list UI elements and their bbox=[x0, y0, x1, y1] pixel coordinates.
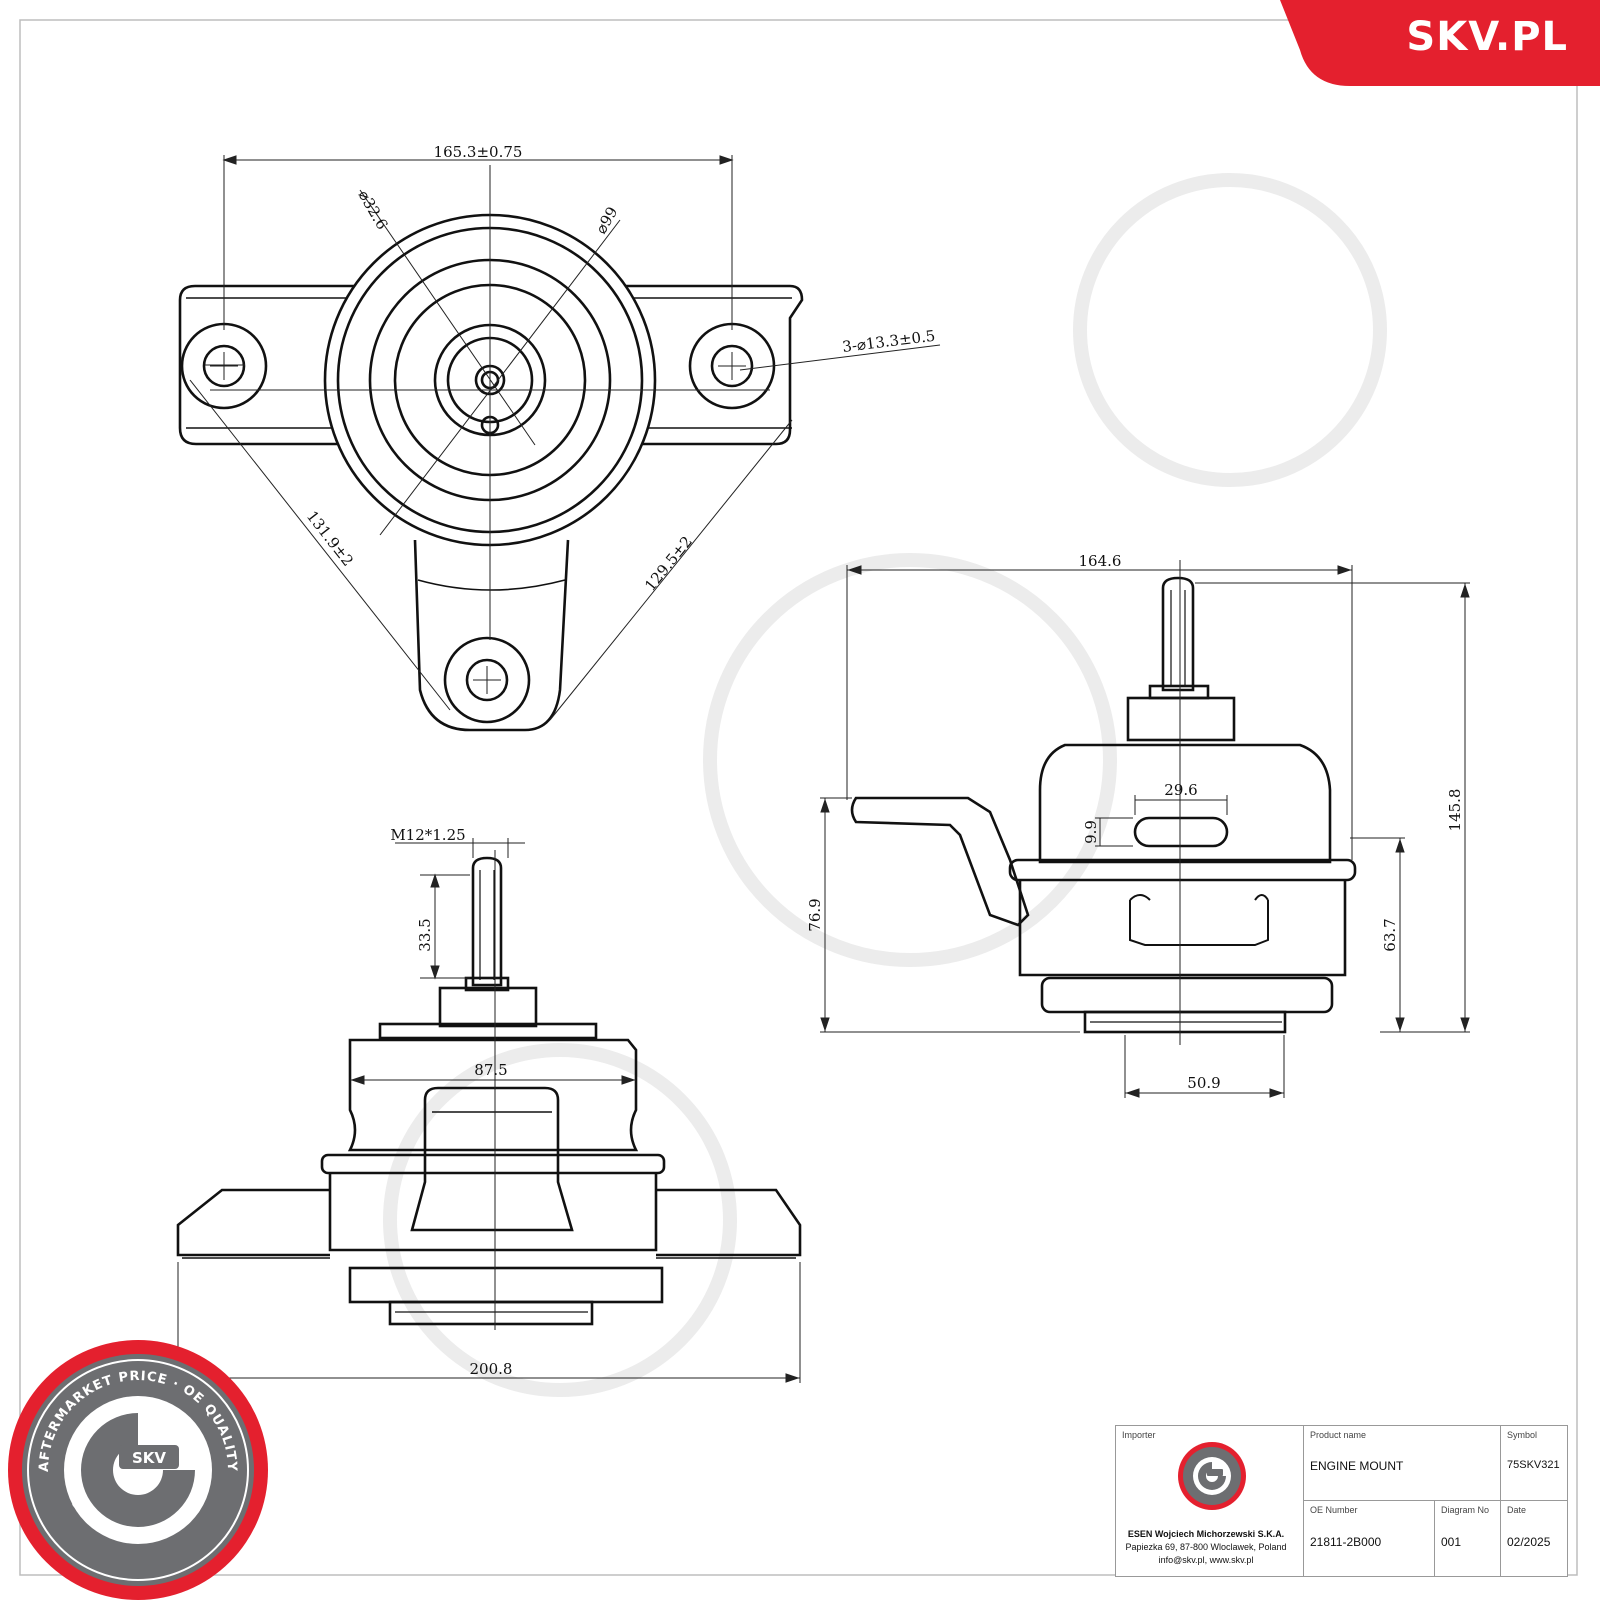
sheet-frame bbox=[19, 19, 1578, 1576]
seal-badge: SKV bbox=[132, 1449, 166, 1467]
dim-slot-length: 29.6 bbox=[1164, 781, 1197, 799]
oe-value: 21811-2B000 bbox=[1310, 1535, 1382, 1549]
diagram-cell: Diagram No 001 bbox=[1435, 1501, 1501, 1576]
dim-base-width: 50.9 bbox=[1187, 1074, 1220, 1092]
importer-logo-icon bbox=[1178, 1442, 1246, 1510]
product-cell: Product name ENGINE MOUNT bbox=[1304, 1426, 1501, 1501]
dim-side-height: 145.8 bbox=[1446, 789, 1464, 832]
dim-overall-width: 165.3±0.75 bbox=[434, 143, 523, 161]
dim-hole-dia-right: ⌀99 bbox=[592, 204, 622, 237]
product-value: ENGINE MOUNT bbox=[1310, 1459, 1404, 1473]
dim-stud-length: 33.5 bbox=[416, 918, 434, 951]
oe-cell: OE Number 21811-2B000 bbox=[1304, 1501, 1435, 1576]
dim-base-height: 63.7 bbox=[1381, 918, 1399, 951]
diagram-value: 001 bbox=[1441, 1535, 1462, 1549]
diagram-label: Diagram No bbox=[1441, 1505, 1490, 1515]
importer-label: Importer bbox=[1122, 1430, 1156, 1440]
side-view: 164.6 145.8 29.6 9.9 76.9 63.7 50.9 bbox=[806, 552, 1470, 1098]
importer-address: Papiezka 69, 87-800 Wloclawek, Poland bbox=[1125, 1542, 1287, 1552]
brand-site-label: SKV.PL bbox=[1406, 14, 1568, 60]
dim-diag-left: 131.9±2 bbox=[303, 507, 357, 569]
front-view: M12*1.25 33.5 87.5 200.8 bbox=[176, 826, 802, 1383]
dim-bracket-height: 76.9 bbox=[806, 898, 824, 931]
importer-name: ESEN Wojciech Michorzewski S.K.A. bbox=[1127, 1529, 1285, 1539]
oe-label: OE Number bbox=[1310, 1505, 1358, 1515]
dim-thread: M12*1.25 bbox=[390, 826, 465, 844]
watermark-gears bbox=[383, 173, 1387, 1397]
quality-seal: SKV AFTERMARKET PRICE · OE QUALITY AUTO … bbox=[8, 1340, 268, 1600]
gear-icon bbox=[81, 1413, 195, 1527]
importer-cell: Importer ESEN Wojciech Michorzewski S.K.… bbox=[1116, 1426, 1304, 1576]
dim-slot-width: 9.9 bbox=[1082, 820, 1100, 844]
dim-diag-right: 129.5±2 bbox=[641, 533, 696, 595]
date-cell: Date 02/2025 bbox=[1501, 1501, 1567, 1576]
title-block: Importer ESEN Wojciech Michorzewski S.K.… bbox=[1115, 1425, 1568, 1577]
dim-front-overall-width: 200.8 bbox=[470, 1360, 513, 1378]
symbol-label: Symbol bbox=[1507, 1430, 1538, 1440]
dim-side-width: 164.6 bbox=[1079, 552, 1122, 570]
symbol-value: 75SKV321 bbox=[1507, 1459, 1560, 1471]
brand-banner bbox=[1280, 0, 1600, 86]
date-label: Date bbox=[1507, 1505, 1527, 1515]
product-label: Product name bbox=[1310, 1430, 1367, 1440]
dim-inner-width: 87.5 bbox=[474, 1061, 507, 1079]
importer-contact: info@skv.pl, www.skv.pl bbox=[1158, 1555, 1254, 1565]
date-value: 02/2025 bbox=[1507, 1535, 1551, 1549]
dim-hole-dia-left: ⌀32.6 bbox=[355, 187, 392, 233]
symbol-cell: Symbol 75SKV321 bbox=[1501, 1426, 1567, 1501]
top-view: 165.3±0.75 ⌀32.6 ⌀99 3-⌀13.3±0.5 131.9±2… bbox=[178, 143, 941, 732]
